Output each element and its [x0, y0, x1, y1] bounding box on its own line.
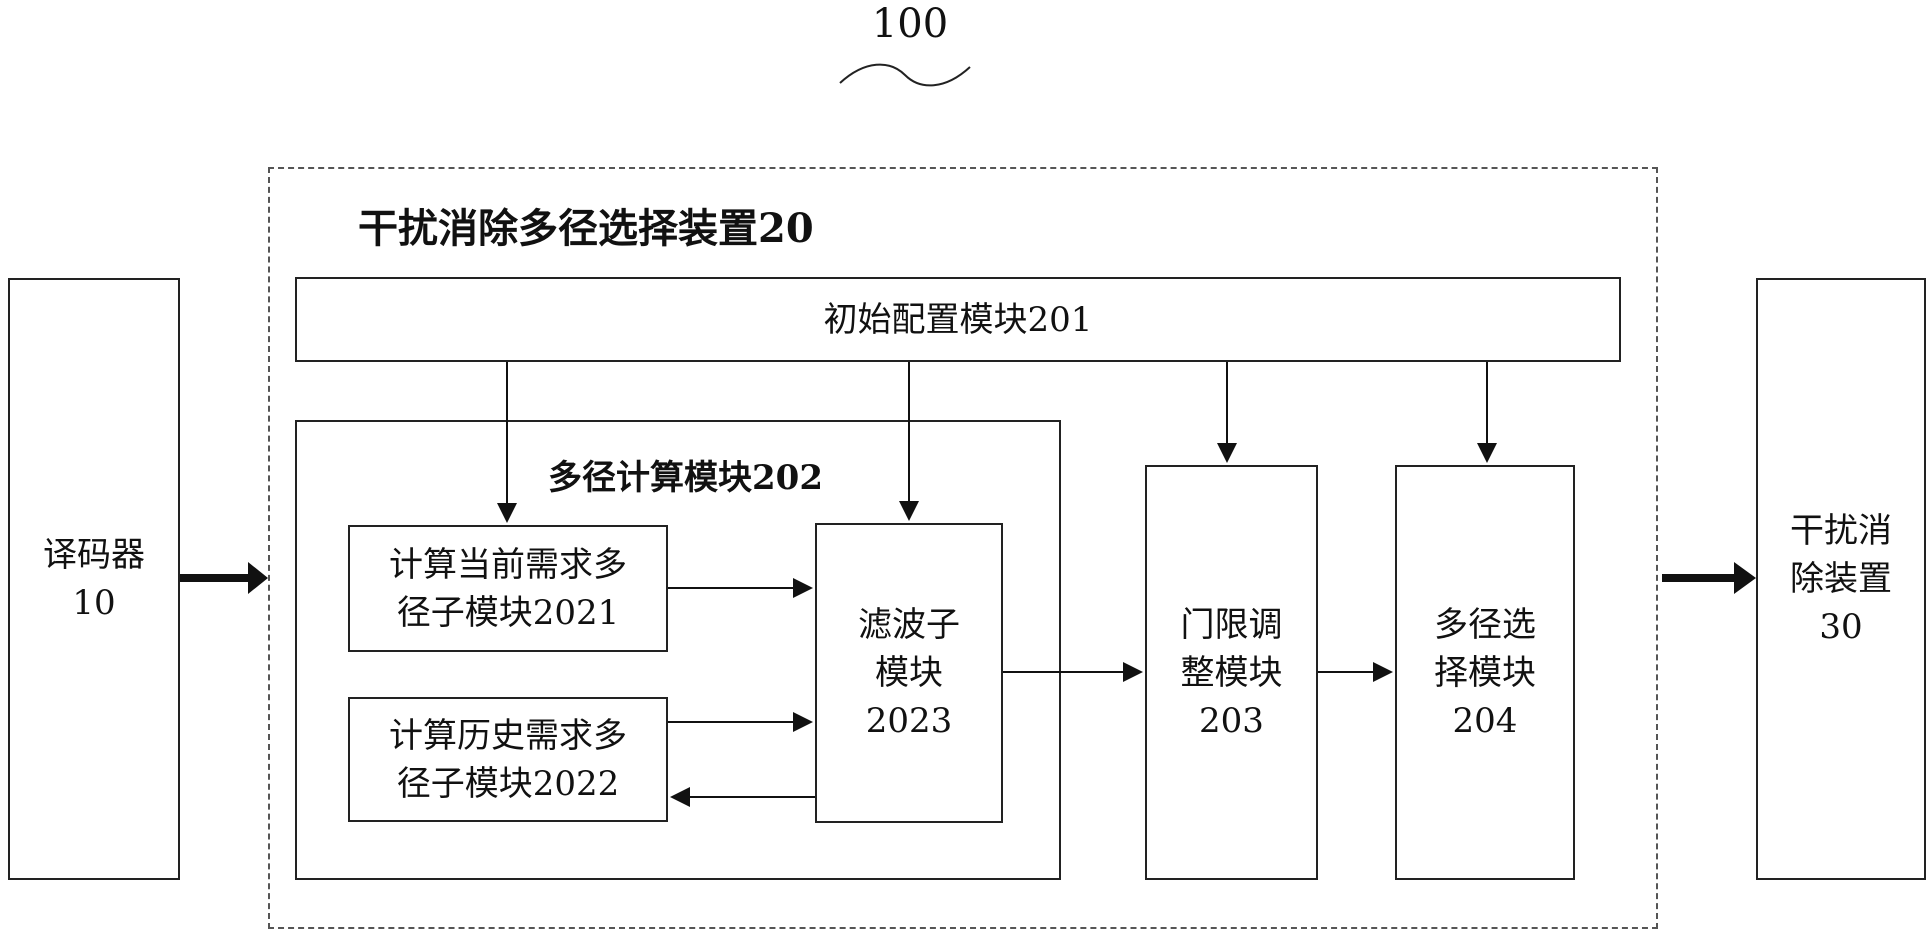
- arrowhead-device-to-canceller: [1734, 562, 1756, 594]
- arrowhead-decoder-to-device: [248, 562, 268, 594]
